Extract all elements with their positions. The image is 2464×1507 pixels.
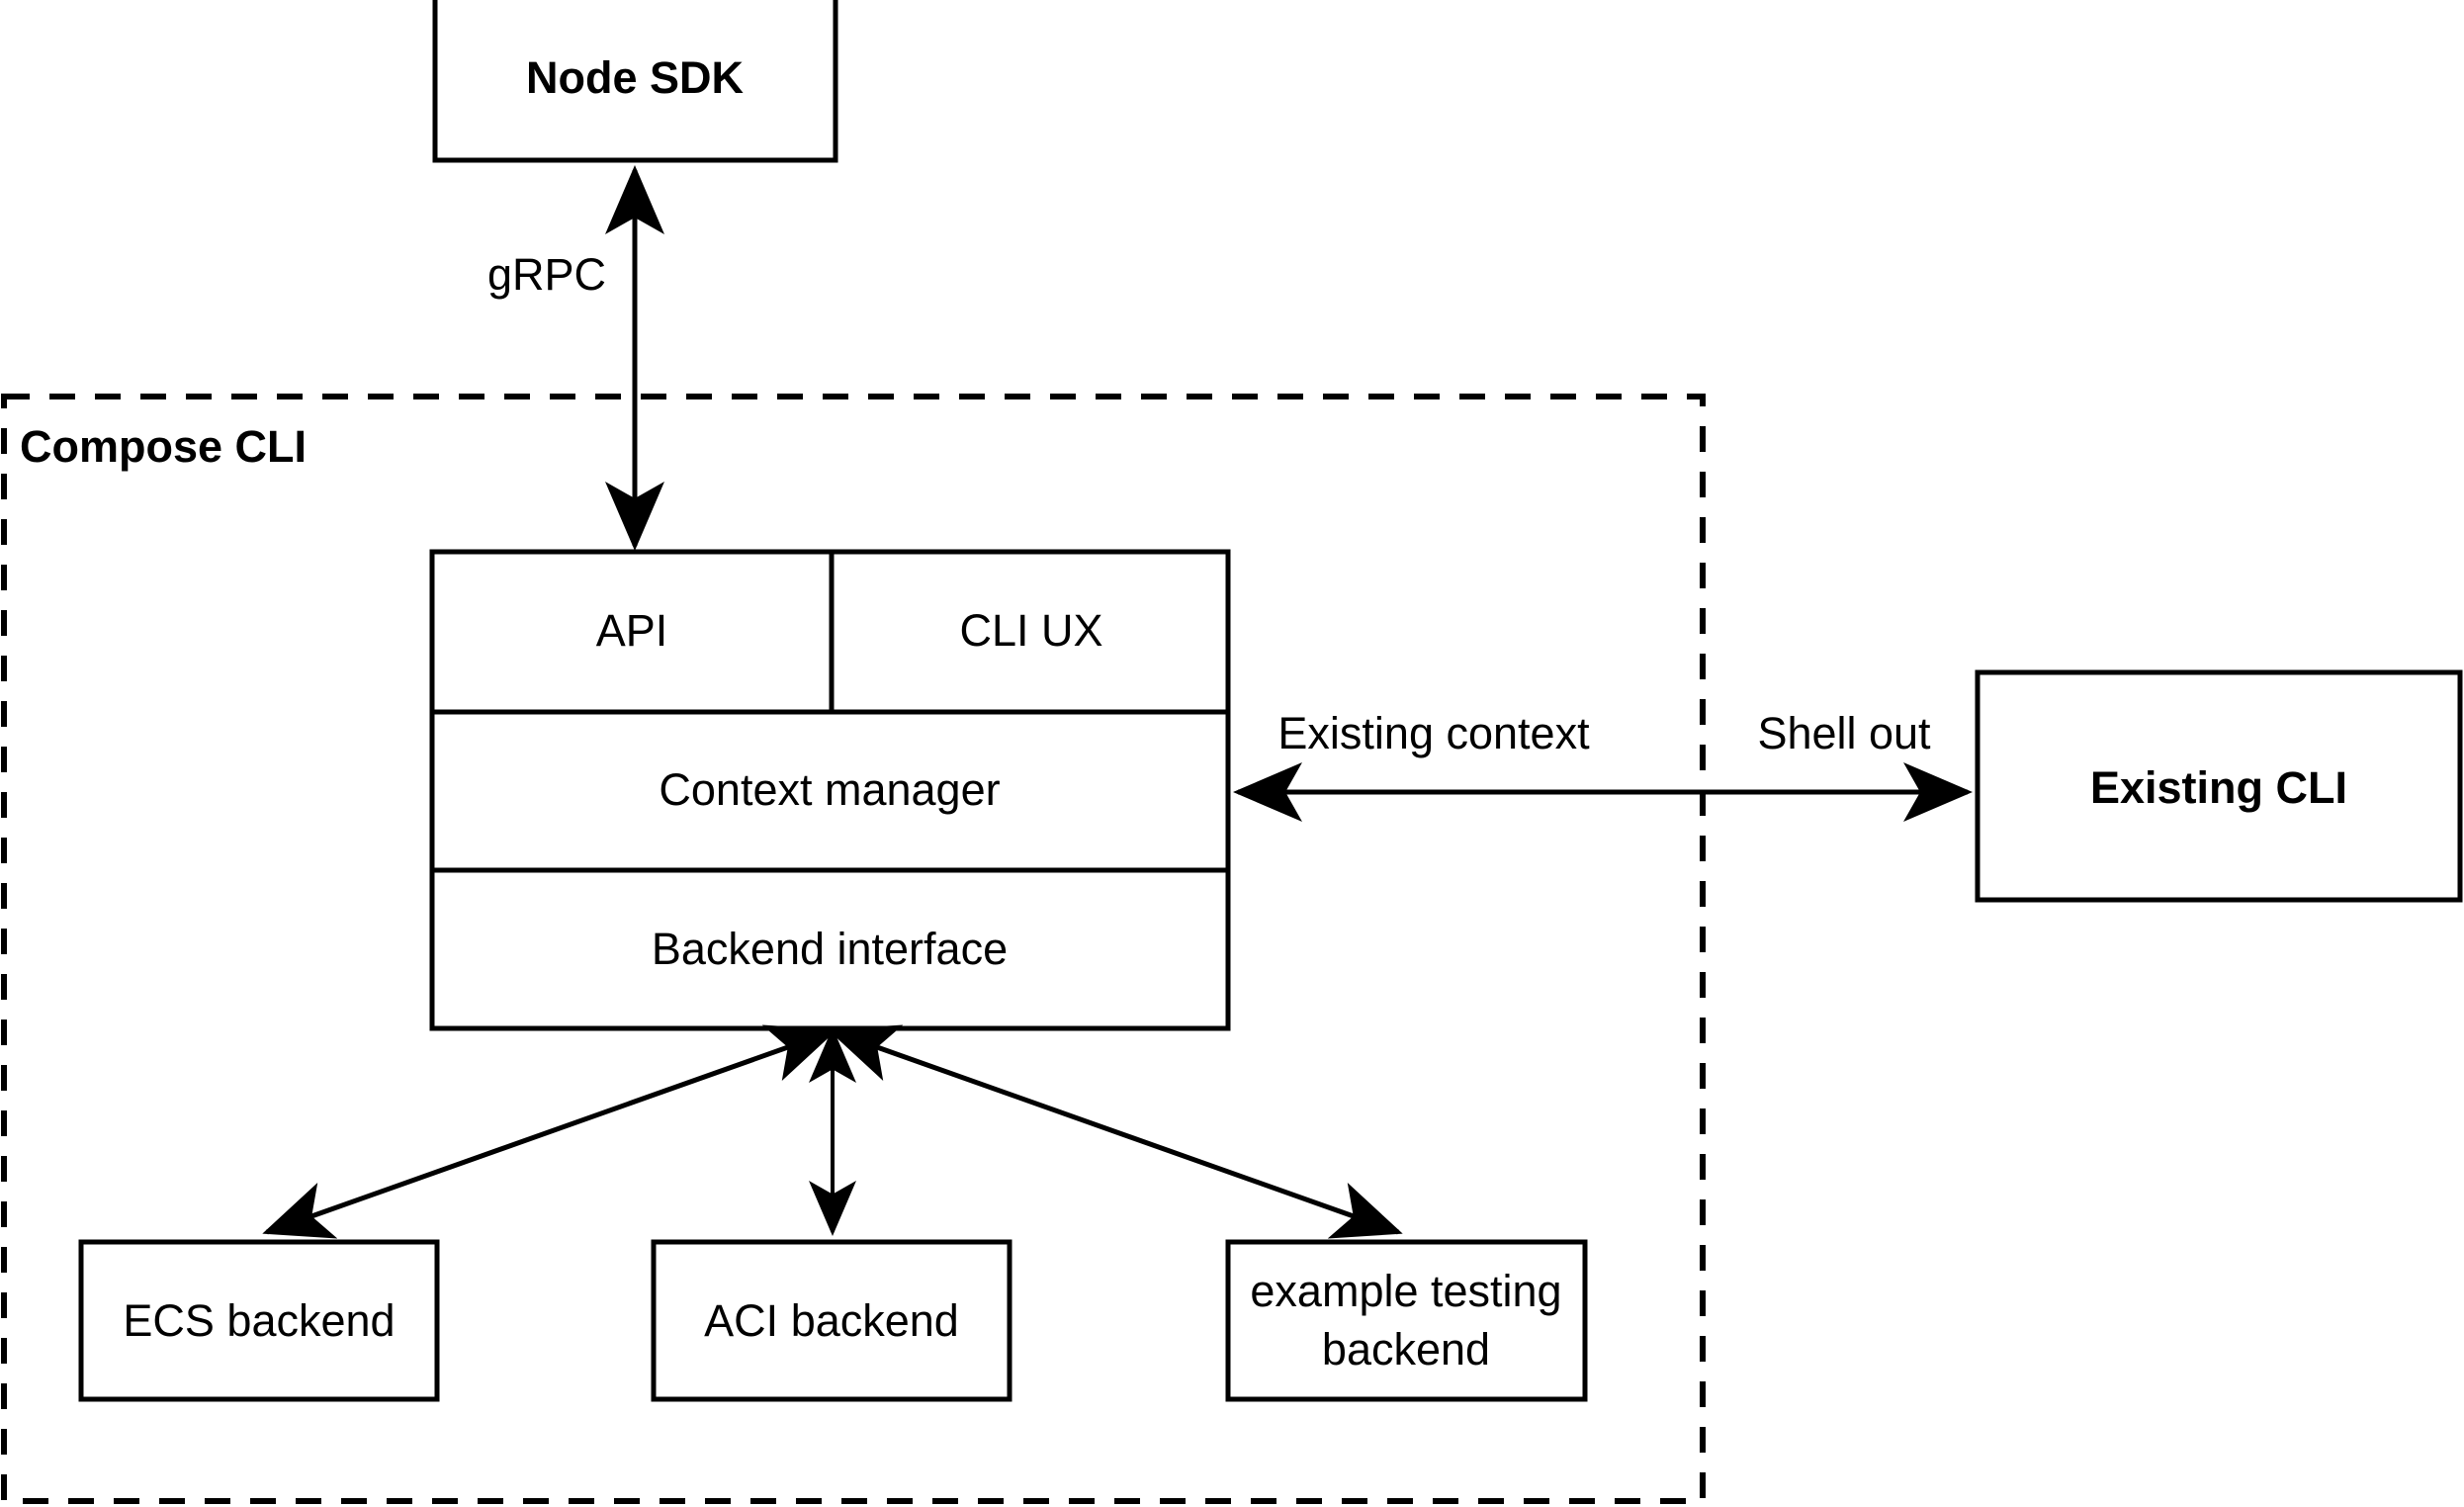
edge-backend-ecs [262,1024,837,1239]
node-api[interactable]: API [596,605,668,656]
example-arrow-line [828,1024,1403,1239]
ecs-arrow-line [262,1024,837,1239]
node-backend-interface[interactable]: Backend interface [652,924,1008,974]
node-sdk-label: Node SDK [526,52,745,103]
node-cli-ux[interactable]: CLI UX [959,605,1102,656]
node-ecs-backend[interactable]: ECS backend [78,1239,440,1402]
shell-out-label: Shell out [1757,708,1931,758]
node-existing-cli[interactable]: Existing CLI [1975,669,2463,903]
backend-interface-label: Backend interface [652,924,1008,974]
example-testing-backend-box[interactable] [1225,1239,1588,1402]
existing-cli-label: Existing CLI [2090,762,2347,813]
grpc-edge-label: gRPC [487,249,606,300]
node-aci-backend[interactable]: ACI backend [651,1239,1012,1402]
node-node-sdk[interactable]: Node SDK [432,0,838,163]
api-label: API [596,605,668,656]
node-context-manager[interactable]: Context manager [659,764,1000,815]
cli-ux-label: CLI UX [959,605,1102,656]
example-testing-backend-label-line1: example testing [1250,1266,1561,1316]
context-manager-label: Context manager [659,764,1000,815]
existing-cli-box[interactable] [1975,669,2463,903]
edge-grpc: gRPC [487,165,664,551]
group-compose-cli: Compose CLI [1,394,1706,1504]
existing-context-label: Existing context [1277,708,1590,758]
compose-cli-boundary [1,394,1706,1504]
edge-backend-example [828,1024,1403,1239]
edge-existing-cli-link: Existing context Shell out [1233,708,1973,822]
ecs-backend-label: ECS backend [123,1295,395,1346]
ecs-backend-box[interactable] [78,1239,440,1402]
node-example-testing-backend[interactable]: example testing backend [1225,1239,1588,1402]
aci-backend-label: ACI backend [704,1295,959,1346]
aci-backend-box[interactable] [651,1239,1012,1402]
compose-cli-stack: API CLI UX Context manager Backend inter… [429,549,1231,1031]
node-sdk-box[interactable] [432,0,838,163]
compose-cli-label: Compose CLI [20,421,307,472]
example-testing-backend-label-line2: backend [1322,1324,1490,1374]
